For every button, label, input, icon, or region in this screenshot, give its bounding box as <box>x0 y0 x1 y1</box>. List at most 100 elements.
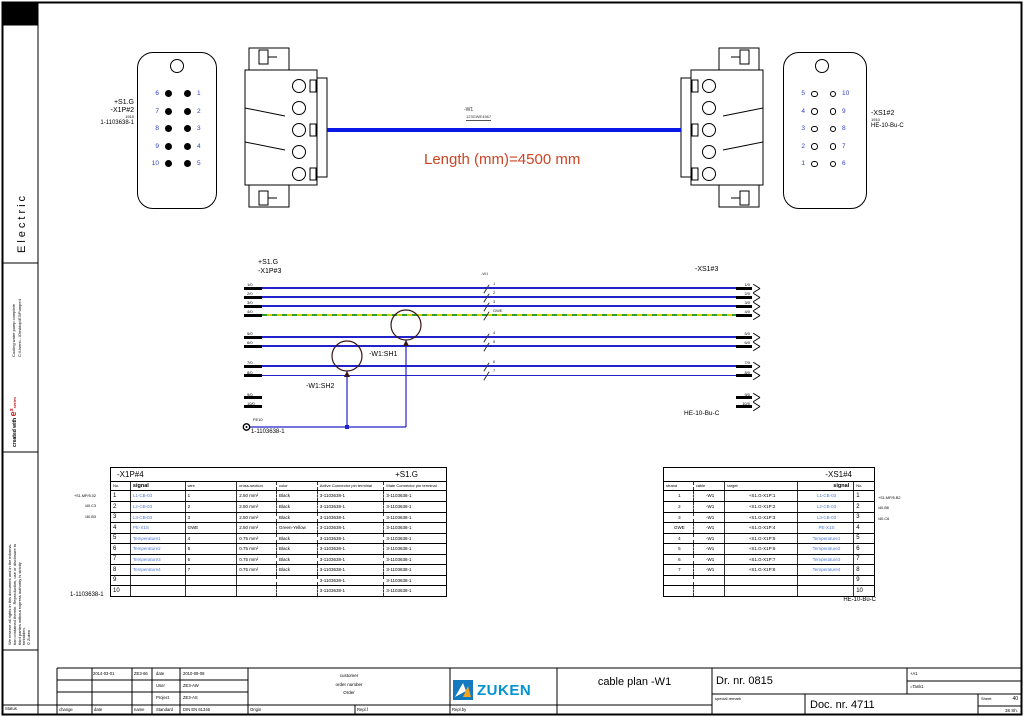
pin-number: 9 <box>842 107 846 115</box>
cell-no: 9 <box>111 575 131 585</box>
left-pin-stub <box>244 405 262 408</box>
left-table-part: 1-1103638-1 <box>70 592 104 598</box>
cell-cable <box>694 575 726 585</box>
pin-contact-icon <box>829 90 836 97</box>
pin-number: 1 <box>801 160 805 168</box>
pin-number: 10 <box>151 160 159 168</box>
customer-block: customer order number Order <box>248 672 450 698</box>
cell-wire: 3 <box>186 512 238 522</box>
sheet-label: Sheet <box>981 696 992 701</box>
cell-no: 5 <box>111 533 131 543</box>
cell-cable: -W1 <box>694 523 726 533</box>
cell-no: 6 <box>111 544 131 554</box>
cell-no: 4 <box>856 524 860 531</box>
cell-cable: -W1 <box>694 533 726 543</box>
pin-row: 5 10 <box>792 85 855 103</box>
schematic-right-designation: -XS1#3 <box>695 266 719 273</box>
right-pin-stub <box>736 374 752 377</box>
table-row: 7 -W1 +S1.G-X1P:8 Temperature4 8 <box>664 564 874 575</box>
cell-signal: L3-CB-03 <box>798 512 855 522</box>
cell-signal: PE-X1S <box>131 523 186 533</box>
table-row: 6 -W1 +S1.G-X1P:7 Temperature3 7 <box>664 553 874 564</box>
wire-line <box>262 314 738 316</box>
schematic-left-location: +S1.G <box>258 259 279 266</box>
cell-mate-connector: 3-1103638-1 <box>386 525 412 531</box>
wire-line <box>262 345 738 347</box>
cell-signal: L1-CB-03 <box>798 490 855 501</box>
wire-line <box>262 374 738 377</box>
wire-line <box>262 296 738 298</box>
cell-wire: 2 <box>186 502 238 512</box>
cell-signal: L2-CB-03 <box>798 502 855 512</box>
wire-number: 7 <box>493 368 496 373</box>
cell-target: +S1.G-X1P:7 <box>725 554 798 564</box>
table-row: 9 3-1103638-1 3-1103638-1 <box>111 574 446 585</box>
cell-strand: 5 <box>664 544 694 554</box>
replby-label: Repl.by <box>452 707 467 712</box>
col-header-signal: signal <box>798 481 855 490</box>
left-pin-stub <box>244 396 262 399</box>
pin-number: 5 <box>197 160 201 168</box>
table-row: 6 Temperature2 5 0.75 mm² Black 3-110363… <box>111 543 446 554</box>
cell-active-connector: 3-1103638-1 <box>318 586 385 596</box>
total-sheets: 38 Sh. <box>1004 708 1018 713</box>
right-pin-label: 1/0 <box>744 282 750 287</box>
cell-signal <box>131 575 186 585</box>
cell-signal: L1-CB-03 <box>131 490 186 501</box>
left-pin-stub <box>244 335 262 339</box>
cell-cross-section: 2.50 mm² <box>237 502 278 512</box>
table-row: 3 L3-CB-03 3 2.50 mm² Black 3-1103638-1 … <box>111 511 446 522</box>
right-connector-face <box>783 52 867 209</box>
cell-signal: Temperature4 <box>798 565 855 575</box>
cell-signal <box>798 586 855 596</box>
cell-mate-connector: 3-1103638-1 <box>386 493 412 499</box>
cell-strand: 2 <box>664 502 694 512</box>
table-row: 9 <box>664 574 874 585</box>
customer-line: order number <box>335 681 363 687</box>
cell-active-connector: 3-1103638-1 <box>318 565 385 575</box>
table-row: 8 Temperature4 7 0.75 mm² Black 3-110363… <box>111 564 446 575</box>
pin-number: 1 <box>197 90 201 98</box>
right-table-header-row: strand cable target signal No. <box>664 480 874 491</box>
pin-contact-icon <box>165 107 172 115</box>
cell-cable <box>694 586 726 596</box>
left-pin-stub <box>244 364 262 368</box>
table-row: 4 -W1 +S1.G-X1P:5 Temperature1 5 <box>664 532 874 543</box>
cell-active-connector: 3-1103638-1 <box>318 554 385 564</box>
cell-active-connector: 3-1103638-1 <box>318 512 385 522</box>
cell-mate-connector: 3-1103638-1 <box>386 535 412 541</box>
right-pin-stub <box>736 364 752 368</box>
schematic-left-designation: -X1P#3 <box>258 268 282 275</box>
cell-signal: Temperature3 <box>131 554 186 564</box>
cell-signal <box>798 575 855 585</box>
pin-number: 6 <box>842 160 846 168</box>
cell-active-connector: 3-1103638-1 <box>318 575 385 585</box>
cell-no: 1 <box>111 490 131 501</box>
right-pin-label: 3/0 <box>744 300 750 305</box>
change-label: change <box>59 707 73 712</box>
pin-contact-icon <box>811 90 818 97</box>
cell-strand: 3 <box>664 512 694 522</box>
wire-line <box>262 365 738 367</box>
right-pin-stub <box>736 295 752 299</box>
left-table-rows: 1 L1-CB-03 1 2.50 mm² Black 3-1103638-1 … <box>111 490 446 596</box>
right-table-title-row: -XS1#4 <box>664 468 874 481</box>
pin-number: 8 <box>155 125 159 133</box>
right-pin-stub <box>736 396 752 399</box>
cell-no: 10 <box>856 587 863 594</box>
pin-number: 6 <box>155 90 159 98</box>
cell-mate-connector: 3-1103638-1 <box>386 588 412 594</box>
cell-target <box>725 586 798 596</box>
cell-signal: PE-X1S <box>798 523 855 533</box>
cell-no: 5 <box>856 535 860 542</box>
left-connector-face <box>137 52 217 209</box>
cell-cross-section: 0.75 mm² <box>237 554 278 564</box>
cell-strand: 7 <box>664 565 694 575</box>
pin-number: 3 <box>801 125 805 133</box>
right-pin-table: -XS1#4 strand cable target signal No. 1 … <box>663 467 875 597</box>
left-pin-label: 7/0 <box>247 360 253 365</box>
pin-contact-icon <box>811 125 818 132</box>
right-connector-labels: -XS1#2 1910 HE-10-Bu-C <box>871 110 904 130</box>
wire-number: 3 <box>493 298 496 304</box>
